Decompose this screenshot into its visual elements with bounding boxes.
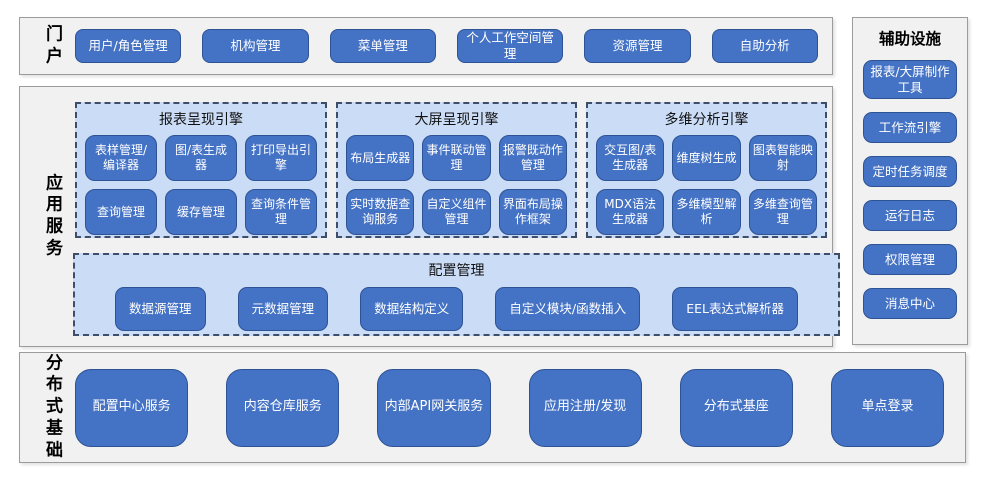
config-items-row: 数据源管理 元数据管理 数据结构定义 自定义模块/函数插入 EEL表达式解析器 bbox=[85, 286, 828, 331]
dist-item-api-gateway: 内部API网关服务 bbox=[377, 368, 491, 447]
portal-item-self-analysis: 自助分析 bbox=[711, 29, 818, 63]
config-item-metadata-mgmt: 元数据管理 bbox=[237, 287, 329, 331]
engine-item: 缓存管理 bbox=[165, 189, 238, 235]
config-item-custom-module: 自定义模块/函数插入 bbox=[495, 287, 641, 331]
config-item-datasource-mgmt: 数据源管理 bbox=[115, 287, 206, 331]
aux-item-report-bigscreen-tool: 报表/大屏制作工具 bbox=[863, 60, 957, 100]
engine-item: 实时数据查询服务 bbox=[346, 189, 415, 235]
distributed-items-row: 配置中心服务 内容仓库服务 内部API网关服务 应用注册/发现 分布式基座 单点… bbox=[75, 368, 945, 447]
olap-engine-box: 多维分析引擎 交互图/表生成器 维度树生成 图表智能映射 MDX语法生成器 多维… bbox=[586, 102, 827, 238]
engine-item: MDX语法生成器 bbox=[596, 189, 665, 235]
aux-item-workflow-engine: 工作流引擎 bbox=[863, 112, 957, 144]
engine-boxes-row: 报表呈现引擎 表样管理/编译器 图/表生成器 打印导出引擎 查询管理 缓存管理 … bbox=[75, 102, 827, 238]
engine-item: 打印导出引擎 bbox=[245, 135, 318, 181]
dist-item-sso: 单点登录 bbox=[830, 368, 945, 447]
portal-item-menu-mgmt: 菜单管理 bbox=[329, 29, 436, 63]
aux-item-permission-mgmt: 权限管理 bbox=[863, 244, 957, 276]
portal-section: 门户 用户/角色管理 机构管理 菜单管理 个人工作空间管理 资源管理 自助分析 bbox=[19, 17, 833, 75]
olap-engine-grid: 交互图/表生成器 维度树生成 图表智能映射 MDX语法生成器 多维模型解析 多维… bbox=[596, 135, 817, 235]
engine-item: 图表智能映射 bbox=[748, 135, 817, 181]
engine-item: 图/表生成器 bbox=[165, 135, 238, 181]
engine-item: 维度树生成 bbox=[672, 135, 741, 181]
portal-item-user-role-mgmt: 用户/角色管理 bbox=[75, 29, 182, 63]
report-engine-title: 报表呈现引擎 bbox=[159, 112, 244, 128]
engine-item: 查询管理 bbox=[85, 189, 157, 235]
portal-items-row: 用户/角色管理 机构管理 菜单管理 个人工作空间管理 资源管理 自助分析 bbox=[75, 29, 818, 63]
dist-item-app-registry: 应用注册/发现 bbox=[528, 368, 642, 447]
config-mgmt-title: 配置管理 bbox=[428, 263, 485, 279]
engine-item: 报警既动作管理 bbox=[498, 135, 568, 181]
engine-item: 事件联动管理 bbox=[422, 135, 491, 181]
engine-item: 查询条件管理 bbox=[245, 189, 318, 235]
distributed-foundation-label: 分布式基础 bbox=[46, 353, 63, 461]
bigscreen-engine-box: 大屏呈现引擎 布局生成器 事件联动管理 报警既动作管理 实时数据查询服务 自定义… bbox=[336, 102, 578, 238]
dist-item-distributed-base: 分布式基座 bbox=[679, 368, 793, 447]
bigscreen-engine-title: 大屏呈现引擎 bbox=[414, 112, 499, 128]
dist-item-config-center: 配置中心服务 bbox=[75, 368, 189, 447]
portal-item-org-mgmt: 机构管理 bbox=[202, 29, 309, 63]
config-item-eel-parser: EEL表达式解析器 bbox=[672, 287, 798, 331]
app-services-section: 应用服务 报表呈现引擎 表样管理/编译器 图/表生成器 打印导出引擎 查询管理 … bbox=[19, 86, 840, 347]
report-engine-grid: 表样管理/编译器 图/表生成器 打印导出引擎 查询管理 缓存管理 查询条件管理 bbox=[85, 135, 318, 235]
olap-engine-title: 多维分析引擎 bbox=[664, 112, 749, 128]
report-engine-box: 报表呈现引擎 表样管理/编译器 图/表生成器 打印导出引擎 查询管理 缓存管理 … bbox=[75, 102, 328, 238]
distributed-foundation-section: 分布式基础 配置中心服务 内容仓库服务 内部API网关服务 应用注册/发现 分布… bbox=[19, 352, 966, 463]
engine-item: 自定义组件管理 bbox=[422, 189, 491, 235]
engine-item: 表样管理/编译器 bbox=[85, 135, 157, 181]
engine-item: 界面布局操作框架 bbox=[498, 189, 568, 235]
portal-item-resource-mgmt: 资源管理 bbox=[584, 29, 691, 63]
config-mgmt-box: 配置管理 数据源管理 元数据管理 数据结构定义 自定义模块/函数插入 EEL表达… bbox=[73, 253, 840, 336]
config-item-data-structure: 数据结构定义 bbox=[360, 287, 464, 331]
app-services-label: 应用服务 bbox=[46, 173, 63, 259]
engine-item: 交互图/表生成器 bbox=[596, 135, 665, 181]
aux-item-task-scheduler: 定时任务调度 bbox=[863, 156, 957, 188]
portal-item-workspace-mgmt: 个人工作空间管理 bbox=[456, 29, 564, 63]
bigscreen-engine-grid: 布局生成器 事件联动管理 报警既动作管理 实时数据查询服务 自定义组件管理 界面… bbox=[346, 135, 568, 235]
engine-item: 多维模型解析 bbox=[672, 189, 741, 235]
engine-item: 布局生成器 bbox=[346, 135, 415, 181]
portal-label: 门户 bbox=[46, 24, 63, 66]
dist-item-content-repo: 内容仓库服务 bbox=[226, 368, 340, 447]
engine-item: 多维查询管理 bbox=[748, 189, 817, 235]
aux-item-message-center: 消息中心 bbox=[863, 288, 957, 320]
aux-item-run-log: 运行日志 bbox=[863, 200, 957, 232]
auxiliary-facilities-title: 辅助设施 bbox=[878, 30, 941, 48]
auxiliary-facilities-section: 辅助设施 报表/大屏制作工具 工作流引擎 定时任务调度 运行日志 权限管理 消息… bbox=[852, 17, 968, 345]
